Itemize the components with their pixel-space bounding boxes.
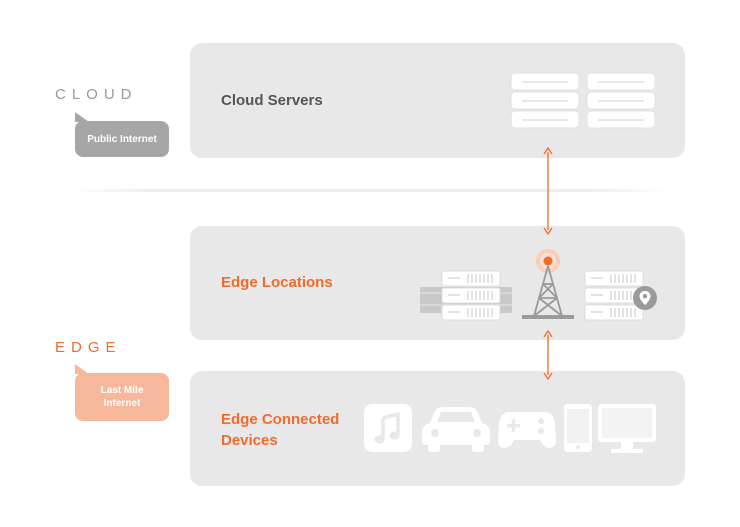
cloud-bubble: Public Internet: [75, 121, 169, 157]
edge-devices-connector: [543, 329, 553, 381]
location-pin-icon: [633, 286, 657, 310]
tier-divider: [70, 189, 670, 192]
cell-tower-icon: [522, 249, 574, 319]
edge-bubble: Last Mile Internet: [75, 373, 169, 421]
server-stack-icon: [420, 270, 512, 321]
gamepad-icon: [498, 412, 556, 448]
cloud-bubble-tail: [75, 112, 89, 122]
edge-locations-title: Edge Locations: [221, 274, 333, 291]
edge-bubble-tail: [75, 364, 89, 374]
edge-bubble-line2: Internet: [103, 398, 141, 409]
cloud-servers-title: Cloud Servers: [221, 92, 323, 109]
music-note-icon: [364, 404, 412, 452]
car-icon: [422, 407, 490, 452]
edge-devices-title-line2: Devices: [221, 432, 278, 449]
cloud-edge-connector: [543, 146, 553, 236]
server-rack-icon: [510, 72, 656, 129]
edge-devices-title-line1: Edge Connected: [221, 411, 340, 428]
edge-tier-label: EDGE: [55, 339, 122, 356]
cloud-tier-label: CLOUD: [55, 86, 138, 103]
edge-devices-title: Edge Connected Devices: [221, 409, 339, 451]
monitor-icon: [598, 404, 656, 453]
smartphone-icon: [564, 404, 592, 452]
edge-bubble-line1: Last Mile: [100, 385, 144, 396]
cloud-bubble-text: Public Internet: [87, 133, 157, 145]
